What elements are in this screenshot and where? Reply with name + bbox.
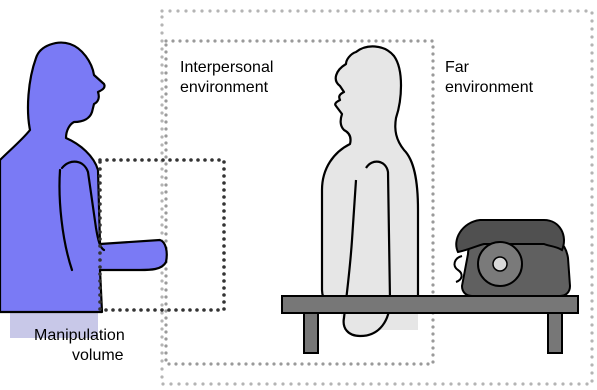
table [282,296,578,353]
far-label-line1: Far [445,58,469,78]
telephone-dial-center [493,257,507,271]
table-leg-left [304,313,318,353]
right-person [322,46,418,336]
far-label-line2: environment [445,78,533,98]
table-leg-right [548,313,562,353]
manipulation-label-line1: Manipulation [34,326,125,346]
telephone-icon [455,220,570,296]
table-top [282,296,578,313]
telephone-cord [455,256,462,282]
manipulation-label-line2: volume [72,346,124,366]
left-person-body [0,43,167,312]
interpersonal-label-line1: Interpersonal [180,58,273,78]
interpersonal-label-line2: environment [180,78,268,98]
left-person [0,43,167,338]
